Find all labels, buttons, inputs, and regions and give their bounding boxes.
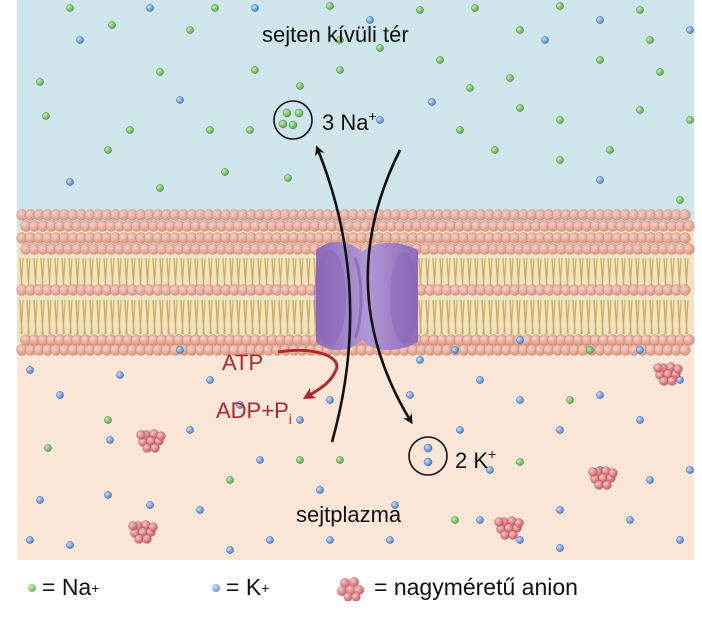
legend-potassium-label: = K bbox=[226, 574, 262, 600]
extracellular-label: sejten kívüli tér bbox=[262, 22, 409, 47]
potassium-count-label: 2 K+ bbox=[455, 446, 496, 473]
legend-sodium-sup: + bbox=[91, 579, 100, 596]
potassium-ion-icon bbox=[212, 583, 220, 592]
large-anion-cluster bbox=[588, 466, 618, 490]
large-anion-cluster bbox=[136, 429, 166, 453]
sodium-count-label: 3 Na+ bbox=[322, 108, 377, 135]
sodium-potassium-pump-diagram: sejten kívüli tér sejtplazma 3 Na+ 2 K+ … bbox=[16, 0, 695, 560]
legend-anion: = nagyméretű anion bbox=[336, 574, 578, 601]
potassium-ion-group bbox=[408, 436, 448, 476]
large-anion-cluster bbox=[653, 362, 683, 386]
anion-cluster-icon bbox=[337, 576, 364, 601]
legend-sodium: = Na+ bbox=[28, 574, 99, 601]
sodium-ion-icon bbox=[28, 583, 36, 592]
atp-label: ATP bbox=[222, 350, 263, 375]
cytoplasm-region bbox=[17, 320, 694, 560]
ion-field bbox=[26, 2, 694, 554]
sodium-ion-group bbox=[273, 100, 313, 140]
legend-potassium: = K+ bbox=[212, 574, 269, 601]
legend-sodium-label: = Na bbox=[42, 574, 92, 600]
sodium-export-arrow bbox=[315, 145, 352, 443]
sodium-potassium-pump bbox=[314, 241, 418, 351]
legend-potassium-sup: + bbox=[261, 579, 270, 596]
cytoplasm-label: sejtplazma bbox=[296, 502, 402, 527]
legend-anion-label: = nagyméretű anion bbox=[374, 574, 578, 600]
potassium-import-arrow bbox=[366, 149, 413, 425]
large-anion-cluster bbox=[128, 520, 158, 544]
legend: = Na+ = K+ = nagyméretű anion bbox=[0, 560, 702, 620]
extracellular-space bbox=[17, 0, 694, 230]
adp-pi-label: ADP+Pi bbox=[216, 398, 292, 427]
large-anion-cluster bbox=[494, 516, 524, 540]
atp-hydrolysis-arrow bbox=[277, 348, 339, 400]
